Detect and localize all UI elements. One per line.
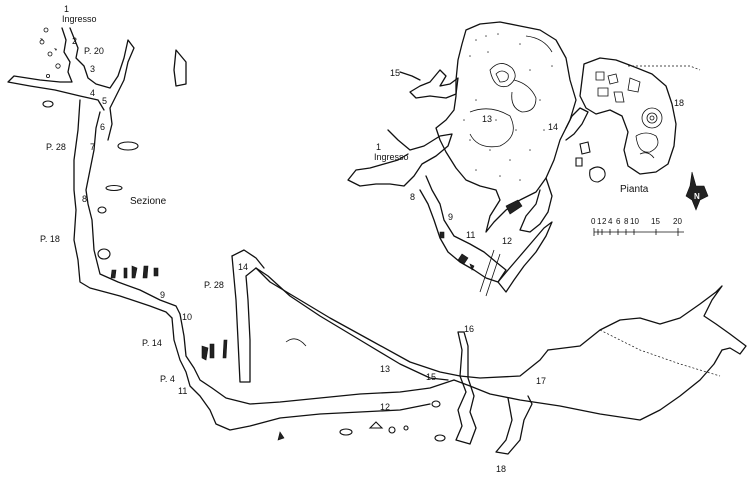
chamber-rock-7 [117, 141, 139, 151]
section-title: Sezione [130, 196, 167, 207]
plan-main-chamber-stipple [463, 33, 553, 181]
p28-second-shaft-top [231, 249, 265, 269]
section-station-13: 13 [380, 364, 390, 374]
p28-shaft-right [85, 111, 181, 315]
plan-station-14: 15 [390, 68, 400, 78]
plan-side-formations [439, 141, 606, 271]
lower-debris [277, 400, 446, 442]
section-entrance-label: Ingresso [62, 14, 97, 24]
plan-right-chamber [579, 57, 677, 175]
plan-passage-12-hatch [479, 249, 501, 297]
plan-station-12: 12 [502, 236, 512, 246]
plan-title: Pianta [620, 184, 649, 195]
section-station-2: 2 [72, 36, 77, 46]
plan-station-11: 11 [466, 230, 475, 240]
plan-passage-14-spur [399, 71, 421, 81]
plan-passage-12 [497, 221, 553, 293]
scale-tick-6: 6 [616, 217, 621, 226]
section-station-11: 11 [178, 386, 187, 396]
scale-tick-15: 15 [651, 217, 660, 226]
north-arrow-letter: N [694, 192, 700, 201]
scale-tick-1: 1 [597, 217, 602, 226]
scale-tick-8: 8 [624, 217, 629, 226]
scale-tick-10: 10 [630, 217, 639, 226]
section-station-10: 10 [182, 312, 192, 322]
formations-p14 [201, 339, 228, 361]
plan-station-18: 18 [674, 98, 684, 108]
final-chamber-floor [453, 349, 723, 421]
shaft-18 [495, 395, 533, 455]
chamber-rock-8b [97, 206, 107, 214]
plan-contour-lines [469, 35, 553, 148]
scale-bar: 0 1 2 4 6 8 10 15 20 [591, 217, 684, 236]
section-station-15: 15 [426, 372, 436, 382]
final-chamber-roof [547, 285, 747, 355]
section-station-17: 17 [536, 376, 546, 386]
scale-tick-0: 0 [591, 217, 596, 226]
section-station-18: 18 [496, 464, 506, 474]
shaft-16 [455, 331, 477, 445]
section-station-3: 3 [90, 64, 95, 74]
section-station-9: 9 [160, 290, 165, 300]
p14-descent-right [179, 313, 455, 405]
scale-tick-20: 20 [673, 217, 682, 226]
plan-view: 15 13 14 18 1 Ingresso 8 9 11 12 Pianta [347, 21, 701, 297]
plan-passage-14 [409, 69, 459, 99]
entrance-shaft-wall-left [7, 27, 105, 111]
section-entrance-number: 1 [64, 4, 69, 14]
north-arrow: N [685, 171, 709, 211]
plan-entrance-label: Ingresso [374, 152, 409, 162]
plan-entrance-number: 1 [376, 142, 381, 152]
section-pitch-p4: P. 4 [160, 374, 175, 384]
entrance-shaft-wall-right [69, 27, 135, 141]
chamber-rock-8 [105, 184, 123, 192]
p14-descent-left [171, 317, 431, 431]
section-station-14: 14 [238, 262, 248, 272]
section-view: 1 Ingresso 2 P. 20 3 4 5 6 P. 28 7 8 Sez… [7, 4, 747, 474]
entrance-rock-column [173, 49, 187, 87]
scale-tick-4: 4 [608, 217, 613, 226]
plan-station-15: 14 [548, 122, 558, 132]
plan-passage-chamber-12 [519, 177, 553, 233]
p28-second-shaft [231, 255, 449, 383]
section-station-5: 5 [102, 96, 107, 106]
section-station-7: 7 [90, 142, 95, 152]
chamber-ceiling-formation [285, 338, 307, 347]
plan-right-chamber-blocks [595, 71, 663, 159]
plan-main-chamber [435, 21, 577, 233]
scale-tick-2: 2 [602, 217, 607, 226]
plan-station-9: 9 [448, 212, 453, 222]
entrance-debris [39, 27, 61, 108]
section-pitch-p28-a: P. 28 [46, 142, 66, 152]
formations-near-9 [110, 265, 159, 279]
section-pitch-p20: P. 20 [84, 46, 104, 56]
plan-station-13: 13 [482, 114, 492, 124]
section-station-4: 4 [90, 88, 95, 98]
section-pitch-p18: P. 18 [40, 234, 60, 244]
plan-right-chamber-boundary [628, 65, 701, 71]
final-chamber-slope [599, 329, 721, 377]
section-station-8: 8 [82, 194, 87, 204]
upper-gallery-roof [255, 267, 549, 379]
section-pitch-p28-b: P. 28 [204, 280, 224, 290]
plan-entrance-passage [347, 129, 453, 187]
plan-passage-fill [505, 199, 523, 215]
chamber-rock-p18 [97, 248, 111, 260]
plan-station-8: 8 [410, 192, 415, 202]
section-pitch-p14: P. 14 [142, 338, 162, 348]
plan-passage-15 [565, 107, 589, 141]
section-station-16: 16 [464, 324, 474, 334]
section-station-6: 6 [100, 122, 105, 132]
p28-shaft-left [73, 99, 173, 319]
north-arrow-icon [685, 171, 709, 211]
section-station-12: 12 [380, 402, 390, 412]
plan-passage-9-11 [419, 175, 507, 283]
